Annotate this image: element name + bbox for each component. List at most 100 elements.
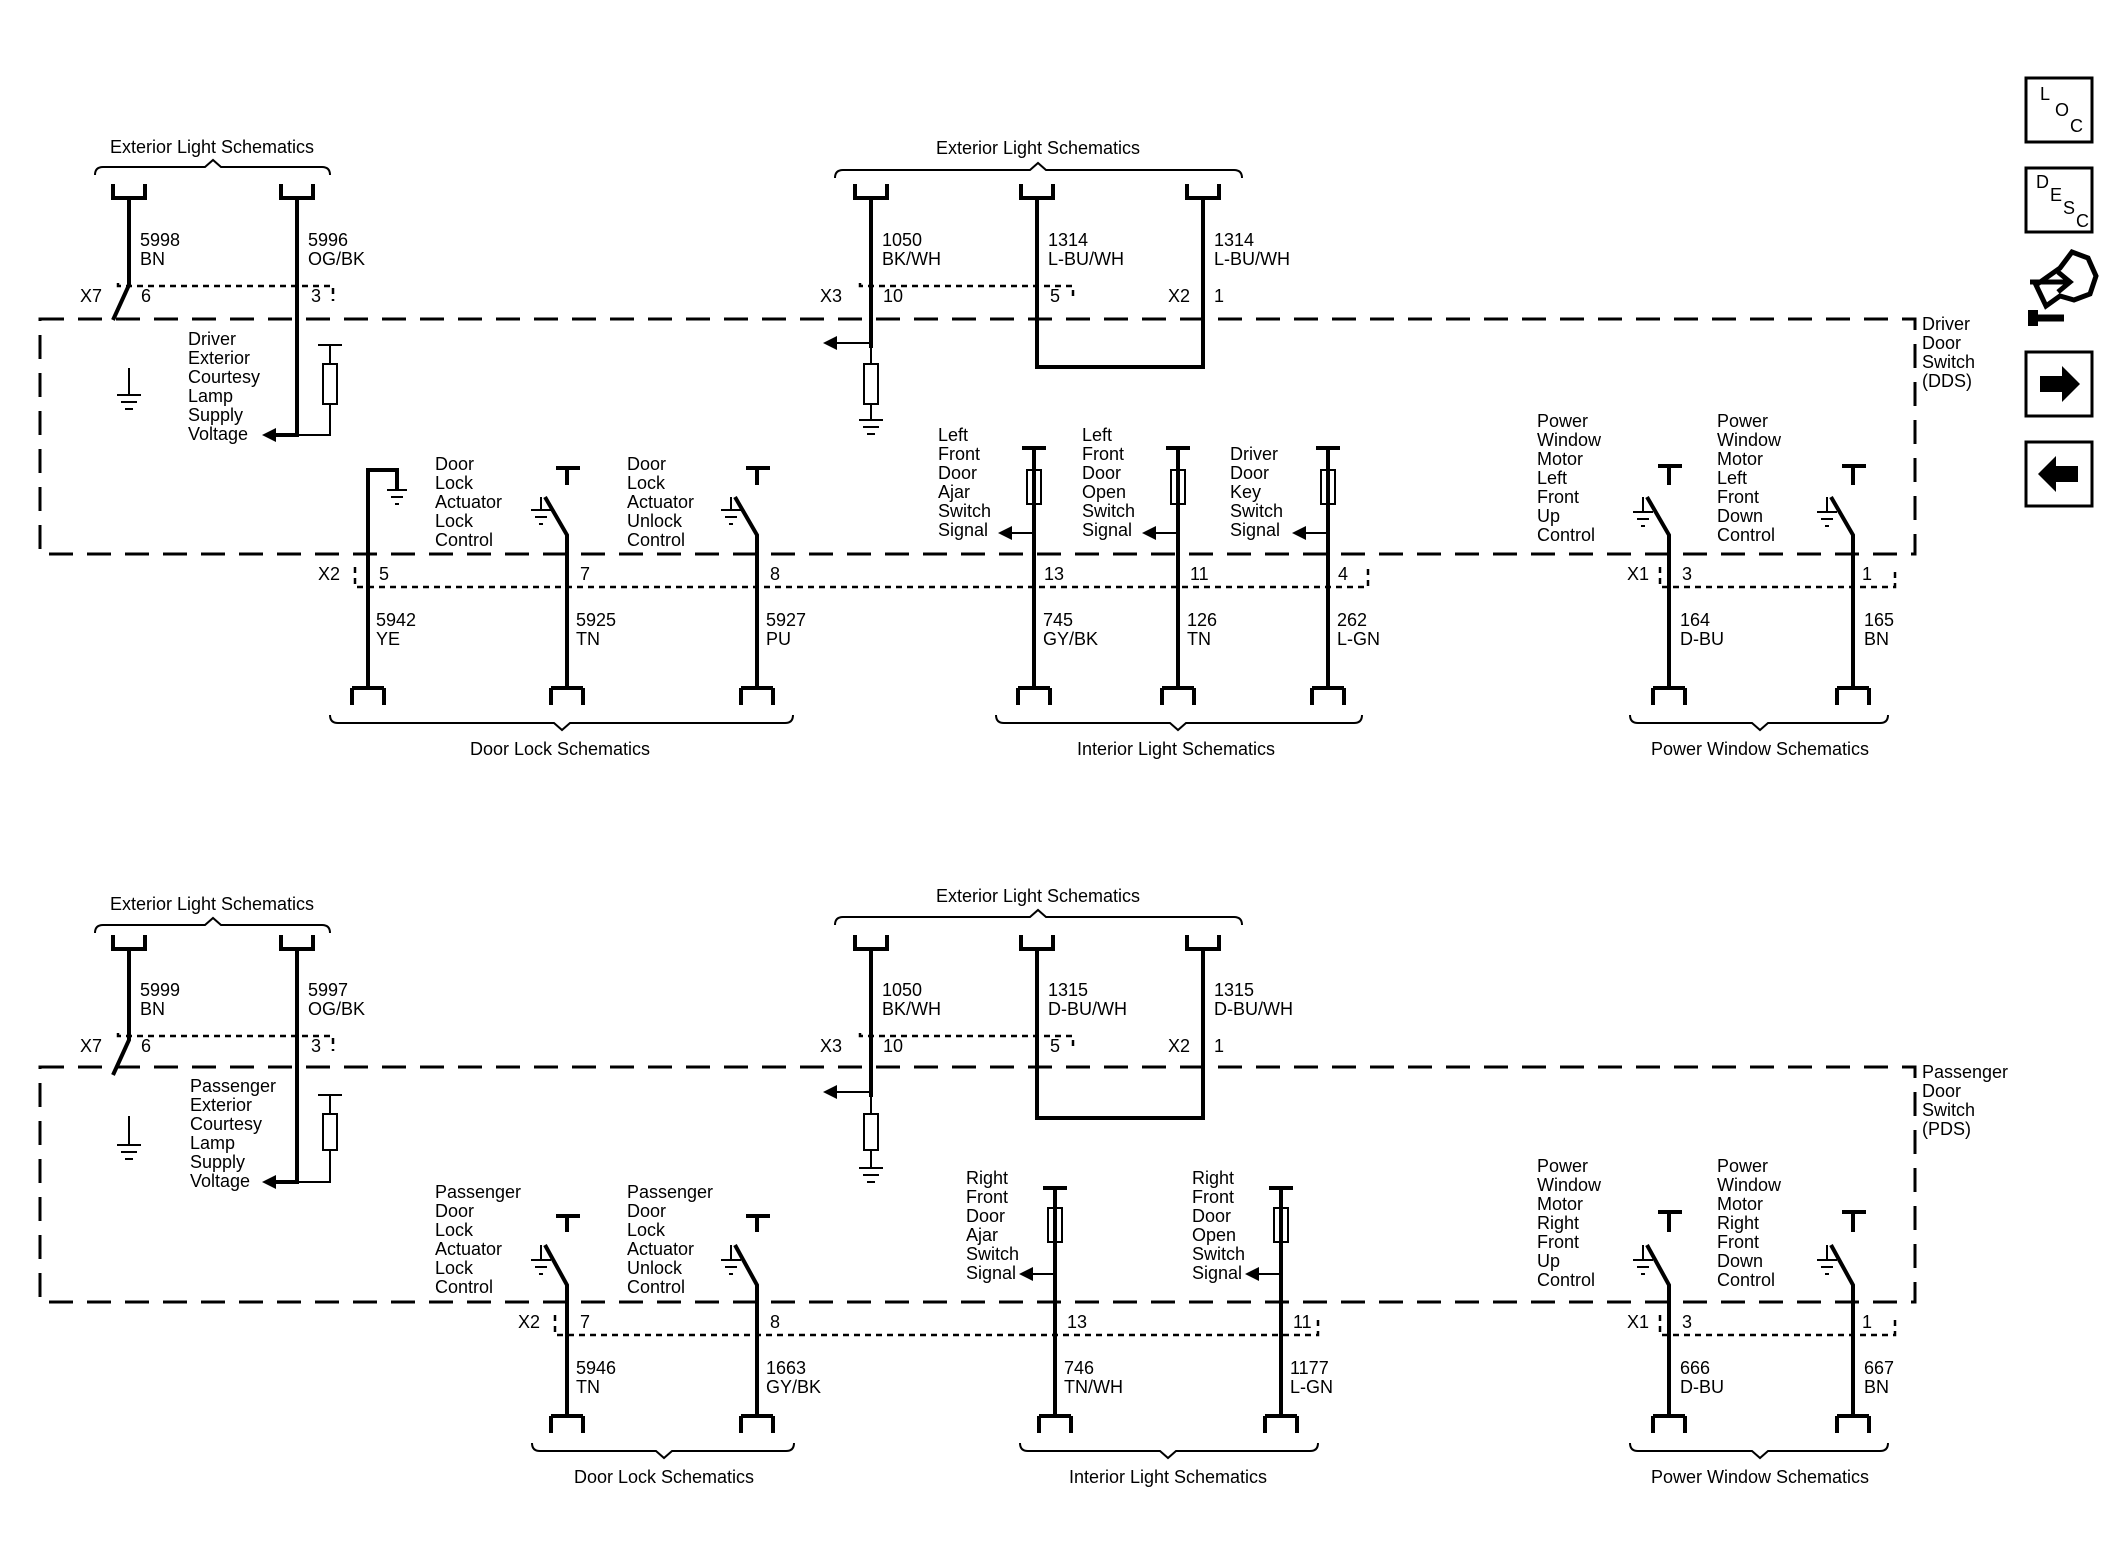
label-line: Courtesy	[190, 1114, 262, 1134]
connector-id: X2	[1168, 1036, 1190, 1056]
label-line: Switch	[1192, 1244, 1245, 1264]
label-line: Front	[1082, 444, 1124, 464]
wire-color: GY/BK	[766, 1377, 821, 1397]
circuit-number: 5998	[140, 230, 180, 250]
schematic-reference[interactable]: Door Lock Schematics	[470, 739, 650, 759]
wire	[111, 935, 147, 1076]
label-line: Motor	[1537, 449, 1583, 469]
connector-id: X2	[318, 564, 340, 584]
module-boundary	[38, 1065, 1917, 1304]
ground-symbol	[721, 1245, 741, 1275]
courtesy-lamp-label: Passenger Exterior Courtesy Lamp Supply …	[190, 1076, 276, 1191]
circuit-number: 5927	[766, 610, 806, 630]
desc-icon[interactable]: D E S C	[2024, 166, 2094, 234]
label-line: Control	[435, 1277, 493, 1297]
ground-symbol	[531, 1245, 551, 1275]
pin-number: 1	[1214, 286, 1224, 306]
circuit-number: 5997	[308, 980, 348, 1000]
circuit-number: 165	[1864, 610, 1894, 630]
switch-symbol	[1829, 1210, 1866, 1416]
connector-id: X1	[1627, 1312, 1649, 1332]
label-line: Window	[1537, 430, 1602, 450]
schematic-reference[interactable]: Exterior Light Schematics	[936, 138, 1140, 158]
next-arrow-icon[interactable]	[2024, 350, 2094, 418]
schematic-reference[interactable]: Door Lock Schematics	[574, 1467, 754, 1487]
label-line: Control	[435, 530, 493, 550]
label-line: Lock	[435, 1220, 474, 1240]
wire-color: BK/WH	[882, 249, 941, 269]
wire-color: L-GN	[1290, 1377, 1333, 1397]
circuit-number: 746	[1064, 1358, 1094, 1378]
connector-id: X3	[820, 1036, 842, 1056]
label-line: Voltage	[188, 424, 248, 444]
wire-color: BN	[1864, 629, 1889, 649]
terminal	[1651, 1414, 1871, 1433]
label-line: Window	[1717, 430, 1782, 450]
resistor-symbol	[1273, 1207, 1289, 1243]
pin-number: 7	[580, 1312, 590, 1332]
wire-color: D-BU	[1680, 629, 1724, 649]
wrench-hand-icon[interactable]	[2028, 249, 2099, 326]
terminal	[1037, 1414, 1299, 1433]
ground-symbol	[117, 1116, 141, 1160]
module-label-line: Passenger	[1922, 1062, 2008, 1082]
circuit-number: 1315	[1048, 980, 1088, 1000]
label-line: Voltage	[190, 1171, 250, 1191]
schematic-bracket	[1629, 1442, 1889, 1460]
wire	[1166, 446, 1190, 688]
resistor-symbol	[1047, 1207, 1063, 1243]
label-line: Unlock	[627, 1258, 683, 1278]
resistor-symbol	[1170, 469, 1186, 505]
schematic-reference[interactable]: Interior Light Schematics	[1077, 739, 1275, 759]
resistor-symbol	[322, 363, 338, 405]
loc-icon[interactable]: L O C	[2024, 76, 2094, 144]
schematic-reference[interactable]: Exterior Light Schematics	[936, 886, 1140, 906]
label-line: Control	[1717, 1270, 1775, 1290]
pin-number: 8	[770, 1312, 780, 1332]
pin-number: 3	[311, 286, 321, 306]
ground-symbol	[531, 497, 551, 525]
schematic-reference[interactable]: Exterior Light Schematics	[110, 137, 314, 157]
label-line: Switch	[1082, 501, 1135, 521]
schematic-reference[interactable]: Power Window Schematics	[1651, 739, 1869, 759]
output-arrow	[823, 1085, 837, 1099]
schematic-reference[interactable]: Interior Light Schematics	[1069, 1467, 1267, 1487]
label-line: Passenger	[435, 1182, 521, 1202]
switch-symbol	[1645, 1210, 1682, 1416]
circuit-number: 1663	[766, 1358, 806, 1378]
circuit-number: 666	[1680, 1358, 1710, 1378]
label-line: Driver	[1230, 444, 1278, 464]
connector-outline	[858, 283, 1075, 301]
prev-arrow-icon[interactable]	[2024, 440, 2094, 508]
circuit-number: 1315	[1214, 980, 1254, 1000]
label-line: Switch	[1230, 501, 1283, 521]
connector-outline	[116, 1033, 335, 1051]
pin-number: 10	[883, 1036, 903, 1056]
label-line: Door	[1230, 463, 1269, 483]
connector-id: X2	[1168, 286, 1190, 306]
wire-color: TN/WH	[1064, 1377, 1123, 1397]
label-line: Actuator	[627, 1239, 694, 1259]
wire-color: L-GN	[1337, 629, 1380, 649]
label-line: Passenger	[190, 1076, 276, 1096]
pin-number: 1	[1862, 1312, 1872, 1332]
switch-symbol	[733, 466, 770, 688]
schematic-reference[interactable]: Power Window Schematics	[1651, 1467, 1869, 1487]
schematic-bracket	[531, 1442, 795, 1460]
schematic-bracket	[995, 714, 1363, 732]
wire	[1269, 1186, 1293, 1416]
label-line: Motor	[1537, 1194, 1583, 1214]
pin-number: 10	[883, 286, 903, 306]
schematic-reference[interactable]: Exterior Light Schematics	[110, 894, 314, 914]
wire	[275, 935, 315, 1184]
connector-id: X2	[518, 1312, 540, 1332]
module-label-line: (DDS)	[1922, 371, 1972, 391]
wire	[1316, 446, 1340, 688]
label-line: Open	[1192, 1225, 1236, 1245]
label-line: Power	[1537, 1156, 1588, 1176]
label-line: Signal	[966, 1263, 1016, 1283]
unlock-control-label: Passenger Door Lock Actuator Unlock Cont…	[627, 1182, 713, 1297]
pin-number: 3	[311, 1036, 321, 1056]
label-line: Right	[966, 1168, 1008, 1188]
